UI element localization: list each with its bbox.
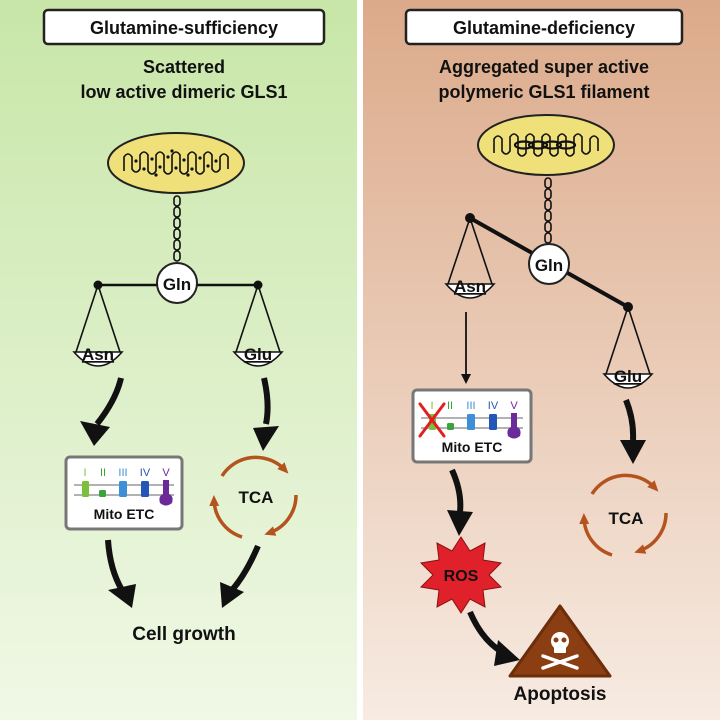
right-etc-complex-iv-label: IV xyxy=(488,400,499,412)
left-header-title: Glutamine-sufficiency xyxy=(90,18,278,38)
left-subtitle-line1: Scattered xyxy=(143,57,225,77)
ros-label: ROS xyxy=(444,568,479,585)
left-etc-complex-ii-label: II xyxy=(100,467,106,479)
left-mitochondrion-icon xyxy=(107,132,245,194)
left-glu-to-tca-arrow xyxy=(261,377,271,425)
left-outcome-label: Cell growth xyxy=(132,624,235,645)
right-panel-background xyxy=(363,0,720,720)
right-header-box xyxy=(404,8,684,46)
left-etc-complex-i-label: I xyxy=(83,467,86,479)
right-panel: Glutamine-deficiency Aggregated super ac… xyxy=(363,0,720,720)
left-etc-to-growth-arrowhead xyxy=(108,584,136,608)
right-glu-to-tca-arrow xyxy=(623,398,637,441)
left-mito-etc-box: I II III IV V Mito ETC xyxy=(64,455,184,531)
right-complex-ii-icon xyxy=(447,423,454,430)
right-subtitle-line2: polymeric GLS1 filament xyxy=(438,82,649,102)
apoptosis-skull-warning-icon xyxy=(508,604,612,678)
left-asn-to-etc-arrowhead xyxy=(80,421,110,446)
left-complex-iii-icon xyxy=(119,481,127,497)
left-gln-node xyxy=(156,262,198,304)
left-complex-i-icon xyxy=(82,481,89,497)
left-gln-label: Gln xyxy=(163,275,191,294)
left-glu-label: Glu xyxy=(244,345,272,364)
left-tca-label: TCA xyxy=(239,488,274,507)
right-etc-label: Mito ETC xyxy=(442,439,503,455)
right-complex-iii-icon xyxy=(467,414,475,430)
left-tca-to-growth-arrowhead xyxy=(220,582,244,608)
left-complex-v-icon xyxy=(159,480,173,506)
right-etc-complex-i-label: I xyxy=(430,400,433,412)
right-asn-label: Asn xyxy=(454,277,486,296)
left-tca-to-growth-arrow xyxy=(229,544,261,592)
left-glu-to-tca-arrowhead xyxy=(253,426,279,451)
gls1-filament-icon xyxy=(513,140,577,150)
right-tca-cycle: TCA xyxy=(579,473,668,557)
right-outcome-label: Apoptosis xyxy=(514,684,607,705)
ros-burst-icon xyxy=(419,536,503,614)
right-etc-to-ros-arrow xyxy=(449,468,464,513)
right-complex-iv-icon xyxy=(489,414,497,430)
left-balance-scale xyxy=(72,280,284,367)
left-subtitle-line2: low active dimeric GLS1 xyxy=(80,82,287,102)
left-etc-complex-iv-label: IV xyxy=(140,467,151,479)
left-etc-complex-iii-label: III xyxy=(118,467,127,479)
complex-i-inhibited-cross-icon xyxy=(418,402,446,438)
left-asn-pan xyxy=(72,351,124,367)
right-mito-etc-box: I II III IV V Mito ETC xyxy=(411,388,533,464)
left-asn-to-etc-arrow xyxy=(94,377,124,426)
right-gln-label: Gln xyxy=(535,256,563,275)
right-subtitle-line1: Aggregated super active xyxy=(439,57,649,77)
right-mitochondrion-icon xyxy=(477,114,615,176)
left-complex-ii-icon xyxy=(99,490,106,497)
right-glu-to-tca-arrowhead xyxy=(620,440,646,464)
right-etc-to-ros-arrowhead xyxy=(447,510,473,536)
left-etc-to-growth-arrow xyxy=(105,539,125,592)
right-gln-node xyxy=(528,243,570,285)
right-header-title: Glutamine-deficiency xyxy=(453,18,635,38)
right-asn-pan xyxy=(444,283,496,299)
left-complex-iv-icon xyxy=(141,481,149,497)
right-ros-to-apoptosis-arrowhead xyxy=(494,640,520,666)
left-etc-complex-v-label: V xyxy=(162,467,170,479)
right-tca-label: TCA xyxy=(609,509,644,528)
right-complex-v-icon xyxy=(507,413,521,439)
skull-crossbones-icon xyxy=(541,632,579,670)
left-tca-cycle: TCA xyxy=(209,455,298,539)
left-glu-pan xyxy=(232,351,284,367)
right-etc-complex-v-label: V xyxy=(510,400,518,412)
right-etc-complex-ii-label: II xyxy=(447,400,453,412)
left-header-box xyxy=(42,8,326,46)
panel-divider xyxy=(357,0,363,720)
right-glu-label: Glu xyxy=(614,367,642,386)
left-asn-label: Asn xyxy=(82,345,114,364)
left-panel: Glutamine-sufficiency Scattered low acti… xyxy=(0,0,357,720)
right-glu-pan xyxy=(602,373,654,389)
left-etc-label: Mito ETC xyxy=(94,506,155,522)
left-panel-background xyxy=(0,0,357,720)
right-etc-complex-iii-label: III xyxy=(466,400,475,412)
